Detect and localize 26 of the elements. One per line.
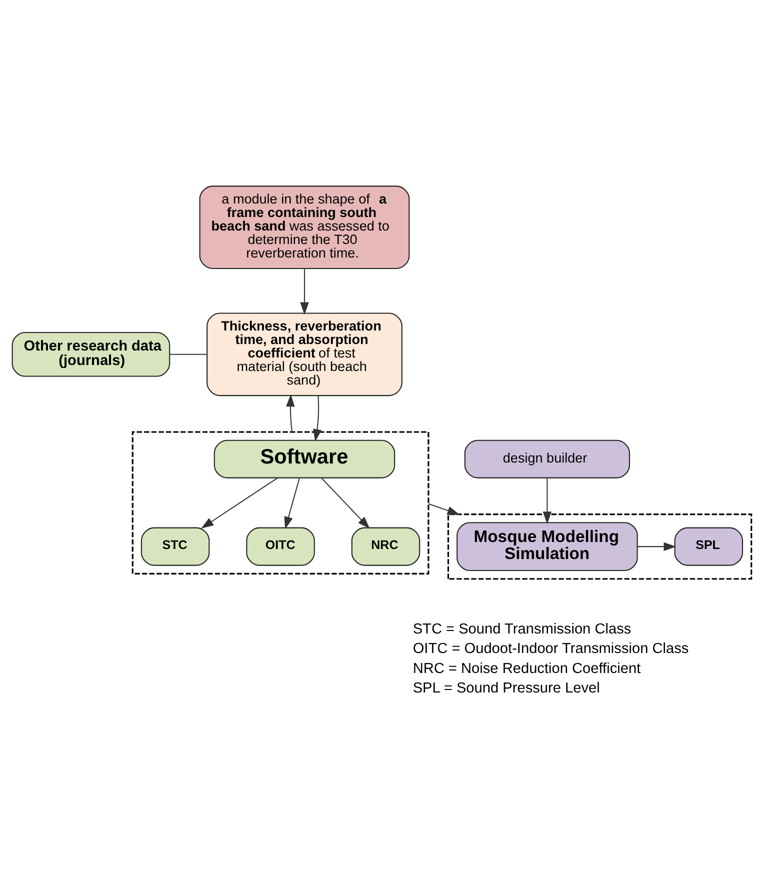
- cluster: [132, 431, 430, 574]
- node-box: SPL: [674, 527, 744, 566]
- node-box: STC: [140, 527, 210, 566]
- node-box: Mosque Modelling Simulation: [456, 522, 638, 572]
- label: SPL = Sound Pressure Level: [412, 680, 600, 697]
- arrow: [201, 478, 278, 529]
- node-box: a module in the shape of a frame containing south beach sand was assessed to determine the T30 reverberation time.: [199, 186, 410, 269]
- connector: [170, 354, 207, 355]
- arrow: [284, 478, 300, 530]
- label: STC = Sound Transmission Class: [412, 621, 632, 638]
- node-box: NRC: [351, 527, 420, 566]
- arrow: [637, 542, 676, 551]
- cluster: [447, 514, 752, 580]
- node-box: Thickness, reverberation time, and absorption coefficient of test material (south beach sand): [206, 312, 402, 396]
- arrow: [300, 268, 309, 315]
- label: OITC = Oudoot-Indoor Transmission Class: [412, 641, 689, 658]
- arrow: [312, 396, 322, 442]
- node-box: Other research data (journals): [12, 332, 170, 377]
- node-box: OITC: [246, 527, 315, 566]
- node-box: design builder: [464, 440, 630, 478]
- label: NRC = Noise Reduction Coefficient: [412, 660, 641, 677]
- arrow: [542, 478, 552, 524]
- arrow: [321, 478, 370, 529]
- arrow: [286, 394, 295, 432]
- arrow: [428, 503, 460, 515]
- node-box: Software: [214, 440, 396, 478]
